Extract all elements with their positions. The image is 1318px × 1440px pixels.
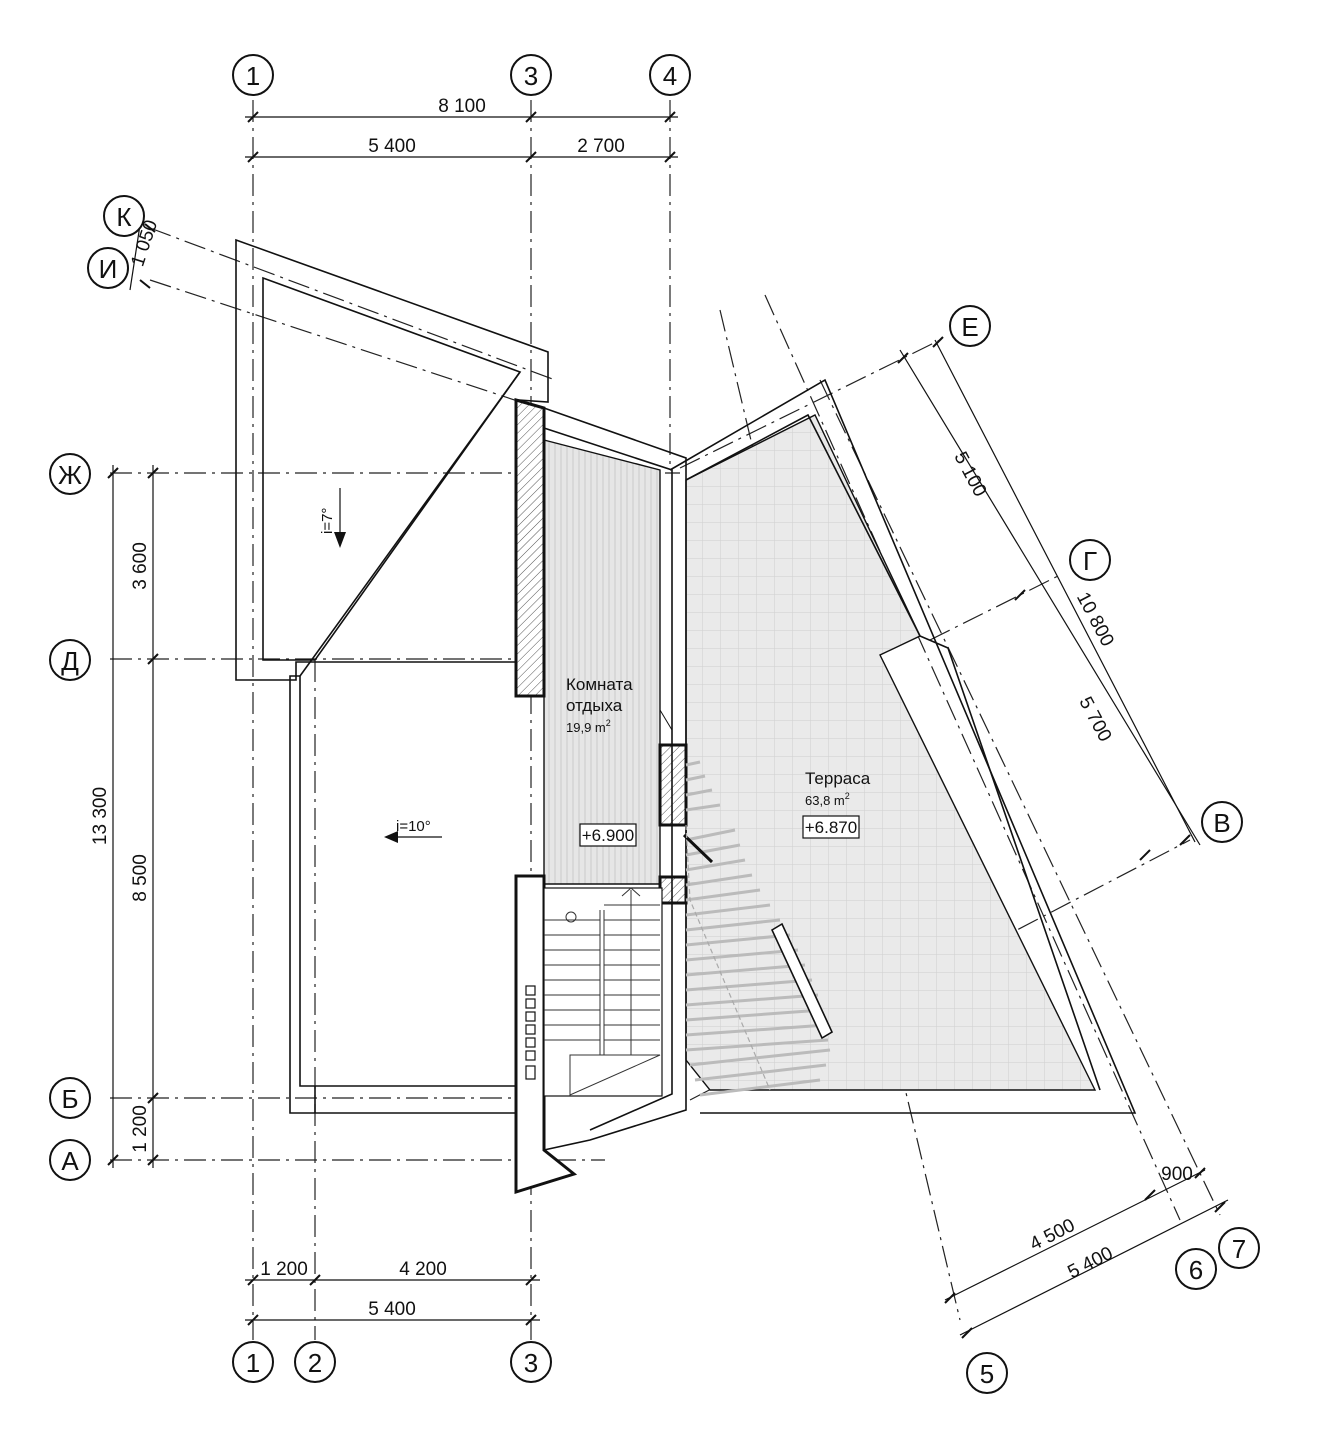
svg-text:3: 3 bbox=[524, 61, 538, 91]
dim-bottom-total: 5 400 bbox=[368, 1299, 416, 1320]
axis-line-g bbox=[929, 574, 1061, 641]
svg-text:5: 5 bbox=[980, 1359, 994, 1389]
roof-lower bbox=[289, 675, 519, 1114]
dim-top-total: 8 100 bbox=[438, 96, 486, 117]
dim-bottom-2-3: 4 200 bbox=[399, 1259, 447, 1280]
ventilation-ducts bbox=[525, 985, 536, 1080]
axis-lines bbox=[110, 100, 1221, 1340]
svg-text:Г: Г bbox=[1083, 546, 1097, 576]
svg-text:В: В bbox=[1213, 808, 1230, 838]
rest-room-floor bbox=[543, 439, 661, 885]
rest-room-level-box bbox=[579, 823, 637, 847]
dim-right-e-g: 5 100 bbox=[949, 448, 990, 500]
axis-bubble-top-1: 1 bbox=[232, 54, 274, 96]
dim-br-5-7: 5 400 bbox=[1065, 1243, 1117, 1283]
svg-text:Ж: Ж bbox=[58, 460, 82, 490]
axis-line-k bbox=[149, 227, 556, 381]
dimension-lines bbox=[107, 111, 1229, 1339]
axis-bubble-bottom-1: 1 bbox=[232, 1341, 274, 1383]
pergola-slats bbox=[685, 760, 831, 1097]
axis-bubble-a: А bbox=[49, 1139, 91, 1181]
axis-bubble-7: 7 bbox=[1218, 1227, 1260, 1269]
axis-line-e bbox=[679, 339, 941, 469]
svg-text:3: 3 bbox=[524, 1348, 538, 1378]
axis-line-i bbox=[149, 279, 546, 411]
terrace-area: 63,8 m2 bbox=[805, 791, 850, 808]
dim-right-g-v: 5 700 bbox=[1074, 693, 1115, 745]
axis-bubble-v: В bbox=[1201, 801, 1243, 843]
svg-text:6: 6 bbox=[1189, 1255, 1203, 1285]
rest-room-name-1: Комната bbox=[566, 675, 633, 694]
terrace-level-box bbox=[802, 815, 860, 839]
axis-bubble-5: 5 bbox=[966, 1352, 1008, 1394]
axis-line-6 bbox=[764, 294, 1181, 1221]
dim-left-d-b: 8 500 bbox=[130, 854, 151, 902]
dim-br-5-6: 4 500 bbox=[1027, 1215, 1079, 1255]
slope-arrowhead-upper bbox=[334, 532, 346, 548]
dim-top-1-3: 5 400 bbox=[368, 136, 416, 157]
svg-text:И: И bbox=[99, 254, 118, 284]
rest-room-area: 19,9 m2 bbox=[566, 718, 611, 735]
svg-text:2: 2 bbox=[308, 1348, 322, 1378]
svg-text:1: 1 bbox=[246, 61, 260, 91]
pergola-beam bbox=[770, 922, 834, 1040]
door-swing bbox=[682, 833, 714, 864]
axis-bubble-i: И bbox=[87, 247, 129, 289]
slope-label-lower: i=10° bbox=[396, 818, 431, 835]
svg-text:Е: Е bbox=[961, 312, 978, 342]
axis-bubble-top-4: 4 bbox=[649, 54, 691, 96]
svg-text:4: 4 bbox=[663, 61, 677, 91]
axis-bubble-bottom-2: 2 bbox=[294, 1341, 336, 1383]
svg-text:1: 1 bbox=[246, 1348, 260, 1378]
roof-upper bbox=[235, 238, 549, 681]
terrace-name: Терраса bbox=[805, 769, 871, 788]
axis-bubble-d: Д bbox=[49, 639, 91, 681]
pergola-edge bbox=[685, 824, 771, 1091]
walls bbox=[514, 378, 1137, 1195]
axis-bubble-b: Б bbox=[49, 1077, 91, 1119]
axis-line-7 bbox=[819, 379, 1221, 1216]
door-leader bbox=[659, 709, 673, 731]
dim-top-3-4: 2 700 bbox=[577, 136, 625, 157]
slope-label-upper: i=7° bbox=[319, 508, 336, 534]
svg-text:Б: Б bbox=[61, 1084, 78, 1114]
staircase bbox=[525, 887, 663, 1097]
axis-bubble-zh: Ж bbox=[49, 453, 91, 495]
svg-text:Д: Д bbox=[61, 646, 79, 676]
rest-room-level: +6.900 bbox=[582, 826, 634, 845]
dim-left-b-a: 1 200 bbox=[130, 1105, 151, 1153]
axis-bubble-bottom-3: 3 bbox=[510, 1341, 552, 1383]
dim-br-6-7: 900 bbox=[1161, 1164, 1193, 1185]
dim-left-zh-d: 3 600 bbox=[130, 542, 151, 590]
axis-bubble-top-3: 3 bbox=[510, 54, 552, 96]
terrace-level: +6.870 bbox=[805, 818, 857, 837]
axis-bubble-k: К bbox=[103, 195, 145, 237]
svg-text:А: А bbox=[61, 1146, 79, 1176]
rest-room-name-2: отдыха bbox=[566, 696, 623, 715]
axis-bubble-e: Е bbox=[949, 305, 991, 347]
dim-left-total: 13 300 bbox=[90, 787, 111, 845]
svg-text:К: К bbox=[116, 202, 131, 232]
dim-right-total: 10 800 bbox=[1072, 589, 1118, 650]
slope-arrowhead-lower bbox=[384, 831, 398, 843]
svg-text:7: 7 bbox=[1232, 1234, 1246, 1264]
axis-bubble-g: Г bbox=[1069, 539, 1111, 581]
axis-bubble-6: 6 bbox=[1175, 1248, 1217, 1290]
dim-bottom-1-2: 1 200 bbox=[260, 1259, 308, 1280]
terrace-floor bbox=[685, 414, 1097, 1091]
